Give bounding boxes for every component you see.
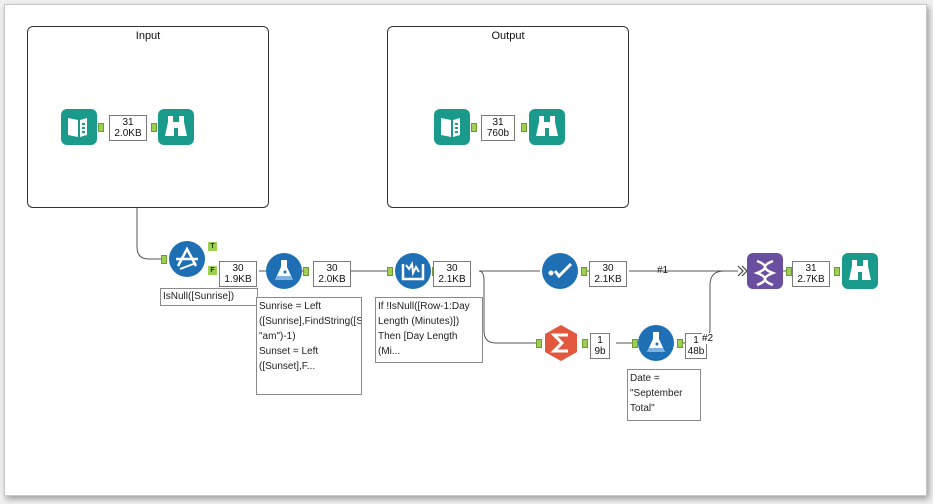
output-record-count: 31 760b [481,115,515,141]
filter-true-anchor[interactable]: T [208,242,217,251]
union-size-value: 2.7KB [797,274,825,285]
browse-final-anchor[interactable] [834,267,840,276]
output-record-size-value: 760b [486,128,510,139]
filter-false-record-count: 30 1.9KB [219,261,257,287]
multirow-input-anchor[interactable] [387,267,393,276]
input-container-title: Input [135,30,161,42]
browse-input-anchor[interactable] [151,123,157,132]
select-icon [542,253,578,289]
formula2-output-anchor[interactable] [677,339,683,348]
formula1-record-count: 30 2.0KB [313,261,351,287]
select-size-value: 2.1KB [594,274,622,285]
multirow-annotation[interactable]: If !IsNull([Row-1:Day Length (Minutes)])… [375,297,483,363]
union-record-count: 31 2.7KB [792,261,830,287]
summarize-size-value: 9b [594,346,606,357]
multirow-formula-icon [395,253,431,289]
formula2-input-anchor[interactable] [632,339,638,348]
output-data-tool[interactable] [434,109,470,145]
binoculars-icon [529,109,565,145]
union-input-label-1: #1 [657,265,669,276]
input-record-size-value: 2.0KB [114,128,142,139]
formula1-count-value: 30 [326,263,338,274]
filter-false-count-value: 30 [232,263,244,274]
input-record-count-value: 31 [122,117,134,128]
flask-icon [266,253,302,289]
filter-input-anchor[interactable] [161,255,167,264]
filter-false-size-value: 1.9KB [224,274,252,285]
union-input-label-2: #2 [702,333,714,344]
formula2-record-count: 1 48b [685,333,707,359]
multirow-count-value: 30 [446,263,458,274]
formula1-size-value: 2.0KB [318,274,346,285]
filter-annotation[interactable]: IsNull([Sunrise]) [160,288,258,306]
union-count-value: 31 [805,263,817,274]
browse-final-tool[interactable] [842,253,878,289]
multirow-record-count: 30 2.1KB [433,261,471,287]
select-record-count: 30 2.1KB [589,261,627,287]
binoculars-icon [158,109,194,145]
binoculars-icon [842,253,878,289]
formula2-count-value: 1 [693,335,699,346]
multirow-formula-tool[interactable] [395,253,431,289]
input-record-count: 31 2.0KB [109,115,147,141]
summarize-count-value: 1 [597,335,603,346]
union-output-anchor[interactable] [786,267,792,276]
output-data-output-anchor[interactable] [471,123,477,132]
output-container-title: Output [491,30,525,42]
summarize-input-anchor[interactable] [536,339,542,348]
select-count-value: 30 [602,263,614,274]
filter-tool[interactable] [169,241,205,277]
formula2-annotation[interactable]: Date = "September Total" [627,369,701,421]
summarize-tool[interactable] [543,325,579,361]
wire-multirow-to-summarize [478,270,536,344]
formula1-output-anchor[interactable] [303,267,309,276]
formula2-size-value: 48b [687,346,705,357]
union-icon [747,253,783,289]
sigma-icon [545,325,577,361]
formula1-annotation[interactable]: Sunrise = Left ([Sunrise],FindString([Su… [256,297,362,395]
browse-input-tool[interactable] [158,109,194,145]
book-icon [434,109,470,145]
input-data-output-anchor[interactable] [98,123,104,132]
summarize-record-count: 1 9b [590,333,610,359]
book-icon [61,109,97,145]
browse-output-anchor[interactable] [521,123,527,132]
select-output-anchor[interactable] [581,267,587,276]
formula-tool-2[interactable] [638,325,674,361]
union-input-chevron-1 [737,265,744,277]
select-tool[interactable] [542,253,578,289]
output-record-count-value: 31 [492,117,504,128]
input-data-tool[interactable] [61,109,97,145]
browse-output-tool[interactable] [529,109,565,145]
formula-tool-1[interactable] [266,253,302,289]
multirow-size-value: 2.1KB [438,274,466,285]
summarize-output-anchor[interactable] [582,339,588,348]
union-tool[interactable] [747,253,783,289]
filter-false-anchor[interactable]: F [208,266,217,275]
filter-icon [169,241,205,277]
flask-icon [638,325,674,361]
workflow-canvas[interactable]: Input Output 31 2.0KB [4,4,927,496]
wire-input-to-filter [136,140,161,260]
